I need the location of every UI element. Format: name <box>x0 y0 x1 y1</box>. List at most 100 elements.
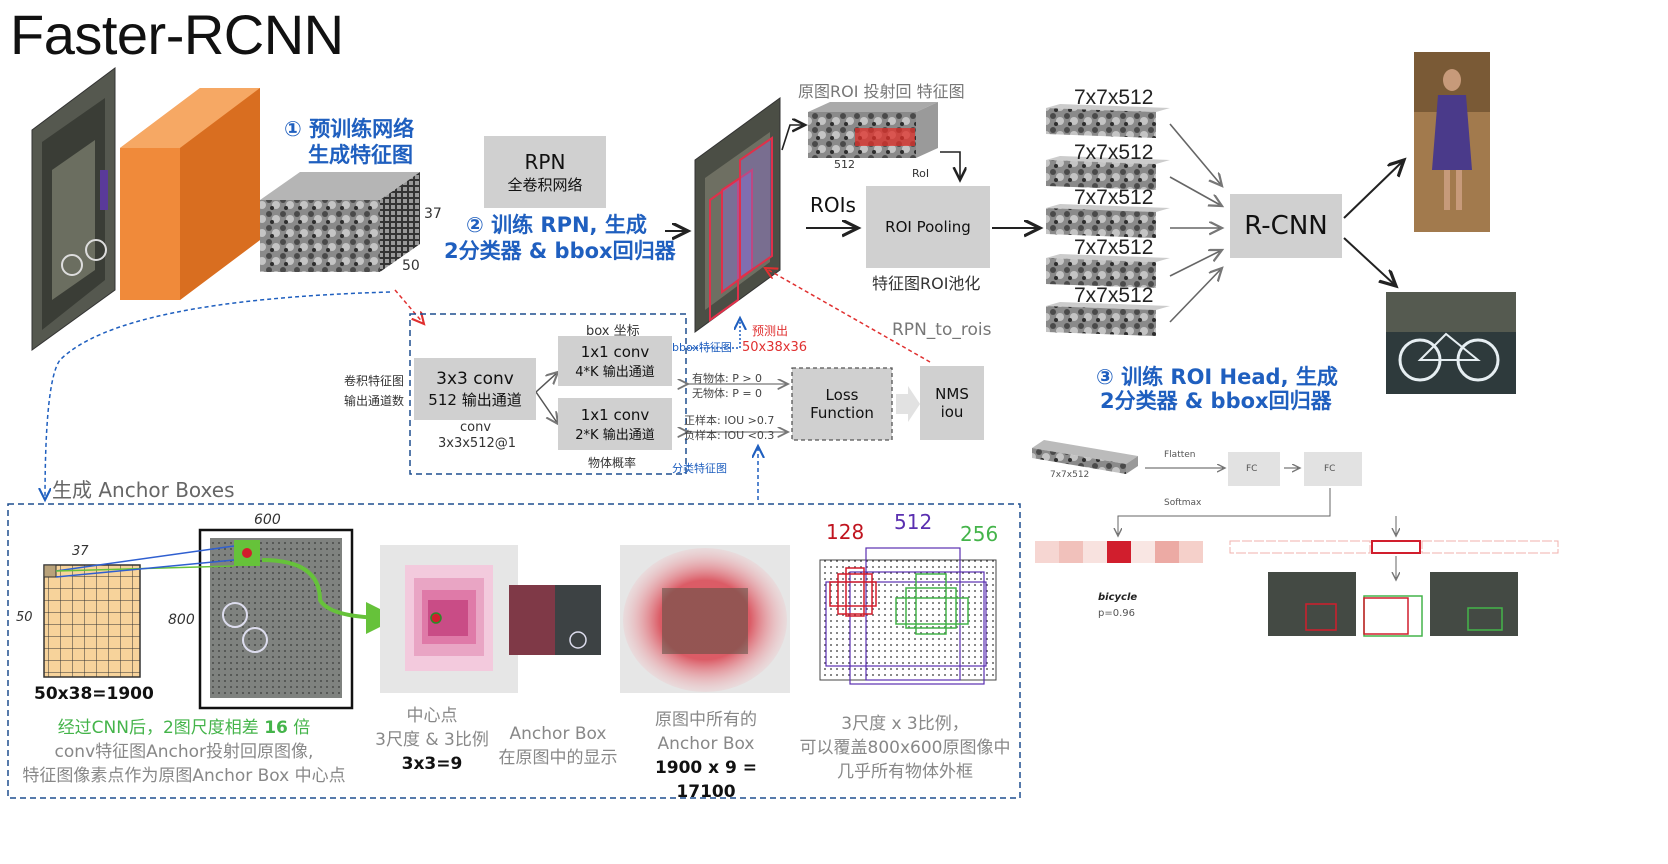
caption-cnn-scale-2: conv特征图Anchor投射回原图像, <box>54 742 314 762</box>
pooled-feature-label: 7x7x512 <box>1074 141 1154 164</box>
step1-line1: ① 预训练网络 <box>284 117 415 141</box>
feature-grid <box>43 564 141 678</box>
head-fc2-label: FC <box>1324 464 1336 474</box>
step3-line2: 2分类器 & bbox回归器 <box>1100 389 1332 413</box>
no-obj-label: 无物体: P = 0 <box>692 387 763 400</box>
grid-h-label: 50 <box>16 610 33 625</box>
bbox-feat-label: bbox特征图 <box>672 341 732 354</box>
rpn-input-label-2: 输出通道数 <box>344 394 405 408</box>
head-softmax-label: Softmax <box>1164 498 1202 508</box>
grid-count: 50x38=1900 <box>34 684 154 704</box>
roi-pooling-box: ROI Pooling <box>866 186 990 268</box>
caption-anchor-1: Anchor Box <box>509 724 607 744</box>
conv1x1-a-line2: 4*K 输出通道 <box>575 364 655 380</box>
caption-scales-3: 几乎所有物体外框 <box>837 762 973 782</box>
caption-center-2: 3尺度 & 3比例 <box>375 730 489 750</box>
conv1x1-b-box: 1x1 conv 2*K 输出通道 <box>558 398 672 450</box>
caption-all-anchors: 原图中所有的 Anchor Box 1900 x 9 = 17100 <box>624 708 788 804</box>
pooled-feature-label: 7x7x512 <box>1074 236 1154 259</box>
scale-128-label: 128 <box>826 520 865 544</box>
conv3x3-box: 3x3 conv 512 输出通道 <box>414 358 536 420</box>
nms-line1: NMS <box>935 385 969 403</box>
page-title: Faster-RCNN <box>10 3 344 66</box>
loss-function-box: Loss Function <box>792 386 892 422</box>
conv3x3-note2: 3x3x512@1 <box>438 436 517 451</box>
caption-cnn-scale: 经过CNN后，2图尺度相差 16 倍 conv特征图Anchor投射回原图像, … <box>14 716 354 788</box>
roi-projection-dim: 512 <box>834 158 855 171</box>
scale-demo <box>819 559 997 681</box>
conv3x3-note1: conv <box>460 420 492 435</box>
cnn-backbone-block <box>120 88 260 300</box>
predict-line1: 预测出 <box>752 324 789 338</box>
caption-cnn-scale-a: 经过CNN后，2图尺度相差 <box>57 718 265 738</box>
head-fc1-label: FC <box>1246 464 1258 474</box>
rpn-subtitle: 全卷积网络 <box>507 175 583 194</box>
pooled-feature-label: 7x7x512 <box>1074 86 1154 109</box>
caption-anchor-2: 在原图中的显示 <box>498 748 618 768</box>
caption-cnn-scale-c: 倍 <box>287 718 311 738</box>
conv3x3-line2: 512 输出通道 <box>428 390 522 409</box>
cls-feat-label: 分类特征图 <box>672 462 727 475</box>
caption-all-2: Anchor Box <box>657 734 755 754</box>
pooled-feature-label: 7x7x512 <box>1074 284 1154 307</box>
conv1x1-a-box: 1x1 conv 4*K 输出通道 <box>558 336 672 386</box>
conv1x1-b-line2: 2*K 输出通道 <box>575 427 655 443</box>
scale-256-label: 256 <box>960 522 999 546</box>
rpn-title: RPN <box>524 149 566 174</box>
scale-512-label: 512 <box>894 510 933 534</box>
obj-prob-label: 物体概率 <box>588 456 637 470</box>
caption-center-point: 中心点 3尺度 & 3比例 3x3=9 <box>372 704 492 776</box>
roi-pooling-caption: 特征图ROI池化 <box>872 274 981 293</box>
caption-center-3: 3x3=9 <box>401 754 463 774</box>
roi-projection-roi: RoI <box>912 167 930 180</box>
feature-map-cuboid <box>260 172 420 272</box>
head-input-label: 7x7x512 <box>1050 470 1090 480</box>
caption-scales-2: 可以覆盖800x600原图像中 <box>799 738 1011 758</box>
anchor-section-frame <box>7 503 1021 799</box>
head-prob: p=0.96 <box>1098 608 1135 619</box>
feature-dim-h: 37 <box>424 206 442 222</box>
conv1x1-b-line1: 1x1 conv <box>580 405 650 424</box>
caption-all-3: 1900 x 9 = 17100 <box>654 758 758 802</box>
feature-dim-w: 50 <box>402 258 420 274</box>
anchor-section-title: 生成 Anchor Boxes <box>52 478 235 502</box>
caption-cnn-scale-b: 16 <box>264 718 288 738</box>
step3-line1: ③ 训练 ROI Head, 生成 <box>1096 365 1338 389</box>
pooled-feature-strips <box>1046 104 1170 336</box>
roi-projection-block <box>808 102 938 158</box>
nms-line2: iou <box>940 403 964 421</box>
caption-scales: 3尺度 x 3比例， 可以覆盖800x600原图像中 几乎所有物体外框 <box>798 712 1012 784</box>
rpn-input-label-1: 卷积特征图 <box>344 374 405 388</box>
output-bicycle-image <box>1386 292 1516 394</box>
roi-projection-label: 原图ROI 投射回 特征图 <box>798 82 965 101</box>
rpn-detail-frame <box>409 313 687 475</box>
conv1x1-a-line1: 1x1 conv <box>580 342 650 361</box>
step2-line1: ② 训练 RPN, 生成 <box>466 213 647 237</box>
grid-w-label: 37 <box>72 544 89 559</box>
neg-sample-label: 负样本: IOU <0.3 <box>684 429 775 442</box>
caption-anchor-box: Anchor Box 在原图中的显示 <box>494 722 622 770</box>
conv3x3-line1: 3x3 conv <box>436 368 514 389</box>
img-w-label: 600 <box>254 512 281 528</box>
head-detail <box>1032 440 1559 637</box>
caption-cnn-scale-3: 特征图像素点作为原图Anchor Box 中心点 <box>22 766 346 786</box>
output-person-image <box>1414 52 1490 232</box>
rpn-to-rois-label: RPN_to_rois <box>892 320 992 340</box>
loss-line1: Loss <box>825 386 859 404</box>
has-obj-label: 有物体: P > 0 <box>692 372 763 385</box>
loss-line2: Function <box>810 404 874 422</box>
nms-box: NMS iou <box>920 366 984 440</box>
rcnn-box: R-CNN <box>1230 194 1342 258</box>
pooled-feature-label: 7x7x512 <box>1074 186 1154 209</box>
proposal-image <box>694 97 781 333</box>
caption-center-1: 中心点 <box>406 706 458 726</box>
step1-line2: 生成特征图 <box>308 143 413 167</box>
input-image <box>31 67 116 351</box>
caption-all-1: 原图中所有的 <box>655 710 757 730</box>
head-class-name: bicycle <box>1098 592 1138 603</box>
rois-label: ROIs <box>810 193 856 217</box>
head-flatten-label: Flatten <box>1164 450 1196 460</box>
step2-line2: 2分类器 & bbox回归器 <box>444 239 676 263</box>
box-coord-label: box 坐标 <box>586 324 640 339</box>
